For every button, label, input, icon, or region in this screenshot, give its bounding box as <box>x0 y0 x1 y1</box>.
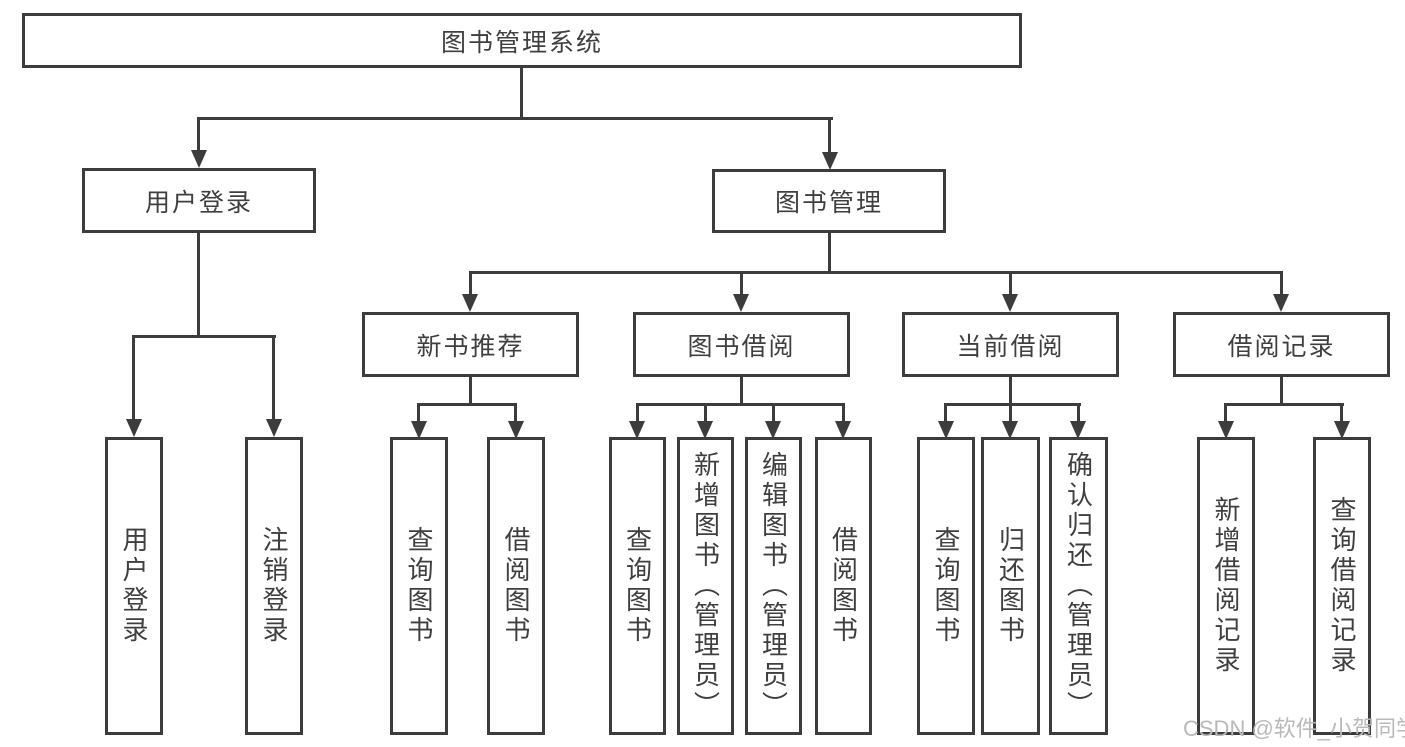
leaf-query-borrow-record: 查询借阅记录 <box>1313 437 1371 735</box>
csdn-watermark: CSDN @软件_小贺同学 <box>1183 716 1405 741</box>
node-current-borrowing: 当前借阅 <box>902 312 1119 377</box>
node-label: 图书借阅 <box>687 332 796 361</box>
leaf-label: 新增借阅记录 <box>1211 496 1241 676</box>
node-system-root: 图书管理系统 <box>22 13 1022 68</box>
leaf-user-login: 用户登录 <box>105 437 163 735</box>
connector-current-borrow-drop <box>1009 374 1012 406</box>
arrowhead-leaf <box>697 421 713 439</box>
node-label: 新书推荐 <box>416 332 525 361</box>
connector-stem-leaf <box>1009 403 1012 425</box>
leaf-label: 注销登录 <box>259 526 289 646</box>
arrowhead-leaf <box>765 421 781 439</box>
arrowhead-leaf <box>1002 421 1018 439</box>
connector-new-book-drop <box>469 374 472 406</box>
leaf-add-borrow-record: 新增借阅记录 <box>1197 437 1255 735</box>
arrowhead-leaf <box>1218 421 1234 439</box>
connector-borrow-records-bar <box>1224 403 1344 406</box>
connector-stem-user-login <box>197 117 200 153</box>
leaf-return-book: 归还图书 <box>981 437 1040 735</box>
leaf-logout: 注销登录 <box>245 437 303 735</box>
leaf-label: 借阅图书 <box>828 526 859 646</box>
leaf-borrow-books: 借阅图书 <box>815 437 872 735</box>
leaf-label: 新增图书（管理员） <box>690 451 721 721</box>
arrowhead-new-book <box>462 294 478 312</box>
leaf-label: 用户登录 <box>119 526 149 646</box>
leaf-query-books-current: 查询图书 <box>917 437 975 735</box>
connector-user-login-bar <box>132 335 276 338</box>
leaf-borrow-books-recommend: 借阅图书 <box>487 437 545 735</box>
connector-stem-leaf <box>1224 403 1227 425</box>
connector-user-login-drop <box>197 230 200 338</box>
node-label: 用户登录 <box>144 188 253 217</box>
arrowhead-borrow-records <box>1273 294 1289 312</box>
leaf-label: 查询图书 <box>404 526 434 646</box>
node-label: 图书管理 <box>774 189 883 217</box>
connector-level3-bar <box>469 271 1283 274</box>
leaf-label: 查询图书 <box>931 526 961 646</box>
leaf-add-book-admin: 新增图书（管理员） <box>677 437 734 735</box>
connector-stem-leaf <box>1077 403 1080 425</box>
connector-stem-leaf-login <box>132 335 135 423</box>
connector-stem-leaf <box>514 403 517 425</box>
connector-book-borrow-bar <box>636 403 845 406</box>
connector-stem-leaf <box>772 403 775 425</box>
arrowhead-leaf <box>508 421 524 439</box>
connector-book-mgmt-drop <box>828 230 831 274</box>
connector-stem-leaf <box>417 403 420 425</box>
arrowhead-user-login <box>191 150 207 168</box>
node-label: 借阅记录 <box>1227 332 1336 361</box>
leaf-label: 借阅图书 <box>501 526 531 646</box>
node-new-book-recommend: 新书推荐 <box>362 312 579 377</box>
arrowhead-leaf <box>629 421 645 439</box>
connector-borrow-records-drop <box>1280 374 1283 406</box>
connector-stem-leaf-logout <box>272 335 275 423</box>
leaf-confirm-return-admin: 确认归还（管理员） <box>1049 437 1108 735</box>
connector-new-book-bar <box>418 403 517 406</box>
connector-level2-bar <box>197 117 833 120</box>
connector-stem-leaf <box>1340 403 1343 425</box>
arrowhead-leaf <box>411 421 427 439</box>
connector-stem-borrow-records <box>1280 271 1283 299</box>
connector-book-borrow-drop <box>740 374 743 406</box>
arrowhead-leaf-login <box>126 419 142 437</box>
node-book-management: 图书管理 <box>712 169 946 233</box>
connector-stem-leaf <box>704 403 707 425</box>
connector-stem-leaf <box>842 403 845 425</box>
arrowhead-book-borrow <box>733 294 749 312</box>
leaf-label: 查询借阅记录 <box>1327 496 1357 676</box>
arrowhead-current-borrow <box>1002 294 1018 312</box>
connector-stem-book-mgmt <box>828 117 831 156</box>
connector-current-borrow-bar <box>944 403 1081 406</box>
node-book-borrowing: 图书借阅 <box>633 312 850 377</box>
node-label: 当前借阅 <box>956 332 1065 361</box>
arrowhead-leaf <box>938 421 954 439</box>
connector-stem-leaf <box>636 403 639 425</box>
node-borrowing-records: 借阅记录 <box>1173 312 1390 377</box>
connector-root-trunk <box>520 66 523 120</box>
leaf-label: 归还图书 <box>995 526 1026 646</box>
connector-stem-leaf <box>944 403 947 425</box>
arrowhead-leaf <box>1070 421 1086 439</box>
arrowhead-book-mgmt <box>822 152 838 170</box>
arrowhead-leaf <box>835 421 851 439</box>
arrowhead-leaf-logout <box>266 419 282 437</box>
leaf-label: 查询图书 <box>622 526 653 646</box>
leaf-label: 确认归还（管理员） <box>1063 451 1094 721</box>
node-label: 图书管理系统 <box>440 28 603 57</box>
node-user-login: 用户登录 <box>82 168 316 233</box>
connector-stem-current-borrow <box>1009 271 1012 299</box>
leaf-query-books-borrowing: 查询图书 <box>609 437 666 735</box>
leaf-edit-book-admin: 编辑图书（管理员） <box>745 437 802 735</box>
leaf-label: 编辑图书（管理员） <box>758 451 789 721</box>
connector-stem-book-borrow <box>740 271 743 299</box>
arrowhead-leaf <box>1334 421 1350 439</box>
leaf-query-books-recommend: 查询图书 <box>390 437 448 735</box>
connector-stem-new-book <box>469 271 472 299</box>
